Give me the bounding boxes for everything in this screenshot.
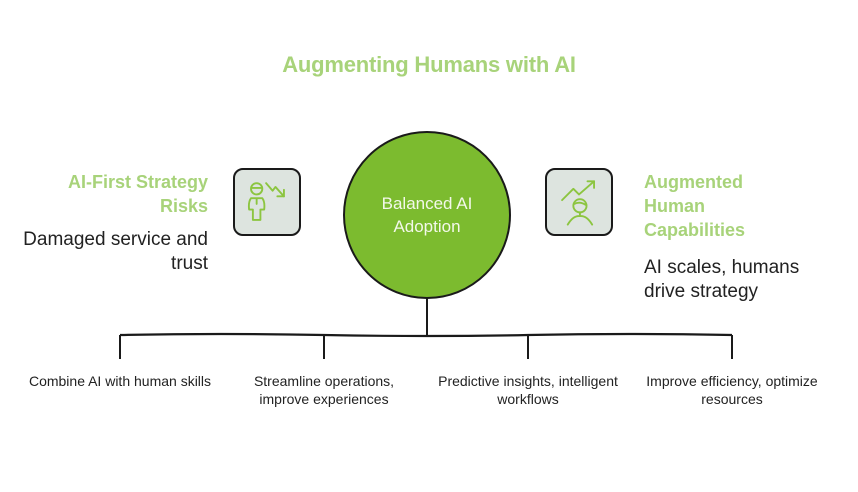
branch-label-1: Combine AI with human skills xyxy=(28,373,212,389)
left-heading: AI-First Strategy Risks xyxy=(67,172,208,216)
branch-label-3: Predictive insights, intelligent workflo… xyxy=(438,373,618,407)
right-block: Augmented Human Capabilities AI scales, … xyxy=(644,170,834,304)
diagram-title: Augmenting Humans with AI xyxy=(282,52,576,77)
person-declining-trend-icon xyxy=(247,182,285,221)
central-concept-label: Balanced AI Adoption xyxy=(381,194,473,236)
branch-label-2: Streamline operations, improve experienc… xyxy=(253,373,395,407)
right-icon-box xyxy=(545,168,613,236)
left-description: Damaged service and trust xyxy=(23,229,208,274)
left-block: AI-First Strategy Risks Damaged service … xyxy=(18,170,208,276)
left-icon-box xyxy=(233,168,301,236)
central-concept-circle: Balanced AI Adoption xyxy=(343,131,511,299)
person-rising-trend-icon xyxy=(561,180,595,226)
right-description: AI scales, humans drive strategy xyxy=(644,257,800,302)
horizontal-bar-line xyxy=(119,332,733,338)
branch-label-4: Improve efficiency, optimize resources xyxy=(646,373,818,407)
right-heading: Augmented Human Capabilities xyxy=(644,172,746,240)
